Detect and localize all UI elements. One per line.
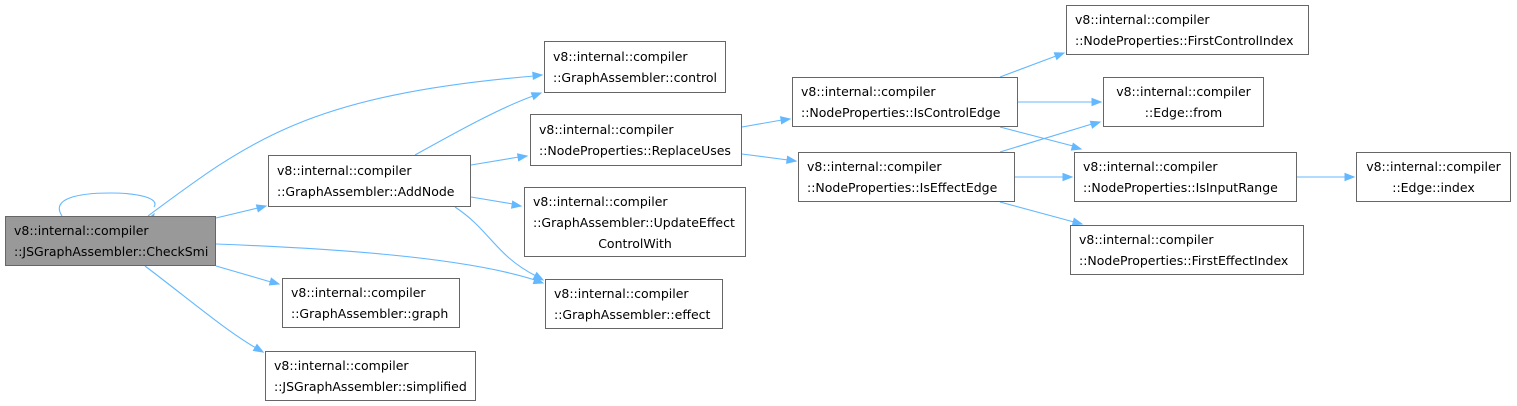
edge-replaceuses-to-iseffectedge bbox=[741, 153, 798, 164]
node-line: ::NodeProperties::IsControlEdge bbox=[801, 105, 1001, 120]
edge-arrowhead bbox=[1053, 52, 1066, 61]
edge-arrowhead bbox=[1089, 120, 1102, 129]
edge-arrowhead bbox=[252, 343, 265, 353]
node-checksmi: v8::internal::compiler ::JSGraphAssemble… bbox=[5, 216, 216, 266]
edge-arrowhead bbox=[1091, 97, 1103, 107]
edge-iscontroledge-to-firstcontrol bbox=[999, 52, 1066, 78]
edge-isinputrange-to-edgeindex bbox=[1297, 172, 1356, 182]
node-line: ControlWith bbox=[598, 235, 672, 251]
edge-arrowhead bbox=[1062, 172, 1074, 182]
edge-arrowhead bbox=[255, 204, 268, 213]
edge-checksmi-to-control bbox=[147, 71, 544, 217]
edge-arrowhead bbox=[1344, 172, 1356, 182]
node-line: v8::internal::compiler bbox=[1079, 232, 1214, 247]
node-line: ::GraphAssembler::UpdateEffect bbox=[533, 214, 735, 230]
node-isinputrange[interactable]: v8::internal::compiler ::NodeProperties:… bbox=[1074, 152, 1297, 202]
node-graph[interactable]: v8::internal::compiler ::GraphAssembler:… bbox=[282, 278, 460, 328]
node-edgefrom[interactable]: v8::internal::compiler ::Edge::from bbox=[1103, 77, 1264, 127]
node-iseffectedge[interactable]: v8::internal::compiler ::NodeProperties:… bbox=[798, 152, 1015, 202]
node-line: v8::internal::compiler bbox=[1366, 159, 1501, 174]
node-replaceuses[interactable]: v8::internal::compiler ::NodeProperties:… bbox=[530, 114, 742, 166]
node-firsteffect[interactable]: v8::internal::compiler ::NodeProperties:… bbox=[1070, 225, 1304, 275]
edge-arrowhead bbox=[530, 92, 543, 101]
edge-arrowhead bbox=[780, 116, 792, 125]
edge-arrowhead bbox=[1071, 217, 1084, 226]
node-line: ::NodeProperties::IsInputRange bbox=[1083, 180, 1278, 195]
node-line: ::JSGraphAssembler::simplified bbox=[274, 379, 467, 394]
node-line: v8::internal::compiler bbox=[533, 193, 668, 209]
edge-arrowhead bbox=[532, 71, 544, 81]
node-line: v8::internal::compiler bbox=[14, 223, 149, 238]
node-line: ::NodeProperties::FirstControlIndex bbox=[1075, 33, 1294, 48]
node-line: v8::internal::compiler bbox=[277, 163, 412, 178]
node-line: v8::internal::compiler bbox=[554, 286, 689, 301]
node-iscontroledge[interactable]: v8::internal::compiler ::NodeProperties:… bbox=[792, 77, 1018, 127]
edge-arrowhead bbox=[532, 271, 545, 281]
edge-arrowhead bbox=[1070, 142, 1083, 151]
node-line: ::Edge::index bbox=[1392, 180, 1475, 195]
edge-replaceuses-to-iscontroledge bbox=[741, 116, 792, 128]
node-effect[interactable]: v8::internal::compiler ::GraphAssembler:… bbox=[545, 279, 723, 329]
node-line: v8::internal::compiler bbox=[1083, 159, 1218, 174]
node-addnode[interactable]: v8::internal::compiler ::GraphAssembler:… bbox=[268, 155, 471, 207]
edge-addnode-to-replaceuses bbox=[470, 153, 529, 166]
edge-iscontroledge-to-edgefrom bbox=[1018, 97, 1103, 107]
edge-checksmi-to-graph bbox=[215, 265, 281, 286]
edge-iseffectedge-to-isinputrange bbox=[1015, 172, 1074, 182]
edge-addnode-to-updateeffect bbox=[470, 196, 523, 209]
node-line: v8::internal::compiler bbox=[807, 159, 942, 174]
node-line: v8::internal::compiler bbox=[539, 122, 674, 137]
edge-arrowhead bbox=[510, 200, 523, 209]
node-control[interactable]: v8::internal::compiler ::GraphAssembler:… bbox=[544, 41, 726, 93]
node-line: v8::internal::compiler bbox=[801, 84, 936, 99]
node-firstcontrol[interactable]: v8::internal::compiler ::NodeProperties:… bbox=[1066, 5, 1309, 55]
edge-addnode-to-control bbox=[414, 92, 543, 156]
edge-checksmi-to-simplified bbox=[144, 265, 265, 353]
node-edgeindex[interactable]: v8::internal::compiler ::Edge::index bbox=[1356, 152, 1511, 202]
node-line: ::NodeProperties::IsEffectEdge bbox=[807, 180, 998, 195]
node-line: v8::internal::compiler bbox=[291, 285, 426, 300]
node-line: ::GraphAssembler::graph bbox=[291, 306, 449, 321]
node-updateeffect[interactable]: v8::internal::compiler ::GraphAssembler:… bbox=[524, 187, 746, 257]
node-line: ::GraphAssembler::AddNode bbox=[277, 184, 455, 199]
edge-addnode-to-effect bbox=[454, 206, 545, 281]
edge-iseffectedge-to-firsteffect bbox=[999, 201, 1084, 226]
edge-checksmi-to-addnode bbox=[215, 204, 268, 219]
node-line: v8::internal::compiler bbox=[1116, 84, 1251, 99]
edge-arrowhead bbox=[786, 155, 798, 164]
node-line: v8::internal::compiler bbox=[274, 358, 409, 373]
edge-iscontroledge-to-isinputrange bbox=[999, 126, 1083, 151]
node-line: v8::internal::compiler bbox=[1075, 12, 1210, 27]
node-line: ::JSGraphAssembler::CheckSmi bbox=[14, 244, 209, 259]
node-line: ::GraphAssembler::control bbox=[553, 70, 717, 85]
edge-arrowhead bbox=[268, 277, 281, 286]
node-line: ::GraphAssembler::effect bbox=[554, 307, 711, 322]
node-line: ::NodeProperties::ReplaceUses bbox=[539, 143, 731, 158]
node-line: ::NodeProperties::FirstEffectIndex bbox=[1079, 253, 1289, 268]
node-line: v8::internal::compiler bbox=[553, 49, 688, 64]
edge-iseffectedge-to-edgefrom bbox=[999, 120, 1102, 153]
edge-arrowhead bbox=[516, 153, 529, 162]
node-simplified[interactable]: v8::internal::compiler ::JSGraphAssemble… bbox=[265, 351, 476, 401]
node-line: ::Edge::from bbox=[1144, 105, 1223, 120]
